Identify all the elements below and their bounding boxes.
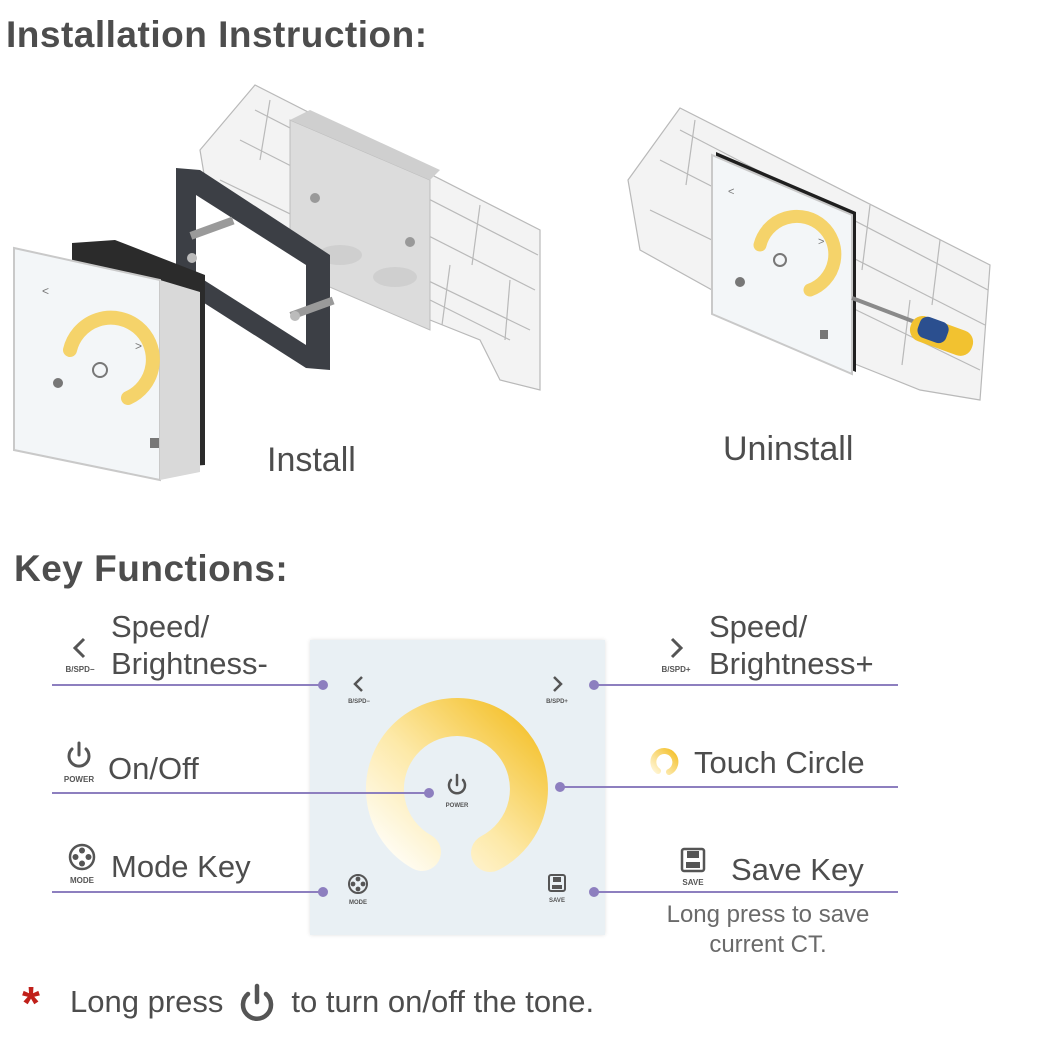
footer-text-after: to turn on/off the tone. [291,984,595,1019]
leader-line-save [596,891,898,893]
leader-line-touch-circle [562,786,898,788]
touch-ring-icon [650,748,679,775]
panel-power-text: POWER [445,803,469,809]
panel-speed-up-key[interactable]: B/SPD+ [542,674,572,705]
footer-asterisk: * [22,977,40,1029]
leader-dot-touch-circle [555,782,565,792]
panel-power-key[interactable]: POWER [442,772,472,809]
speed-down-legend-text: B/SPD− [65,665,95,674]
leader-dot-power [424,788,434,798]
leader-dot-mode [318,887,328,897]
svg-text:<: < [728,186,734,198]
speed-up-label-line1: Speed/ [709,609,808,644]
mode-icon [68,843,96,871]
speed-down-legend-icon: B/SPD− [60,636,100,674]
chevron-right-icon [670,637,684,659]
svg-text:>: > [135,339,142,353]
speed-up-legend-icon: B/SPD+ [656,636,696,674]
mode-icon [348,874,368,894]
chevron-right-icon [553,676,563,692]
save-legend-icon: SAVE [674,847,712,887]
speed-up-legend-text: B/SPD+ [661,665,691,674]
mode-legend-icon: MODE [62,843,102,885]
key-functions-heading: Key Functions: [14,548,289,589]
uninstall-illustration: < > [627,107,991,401]
speed-down-label: Speed/ Brightness- [111,608,268,682]
save-icon [548,874,566,892]
leader-dot-speed-down [318,680,328,690]
leader-line-power [52,792,428,794]
power-icon [447,773,467,795]
svg-text:>: > [818,236,824,248]
screwdriver-icon [851,296,974,356]
panel-speed-up-text: B/SPD+ [546,699,568,705]
install-illustration: < > [13,84,541,482]
touch-circle-ring[interactable] [310,640,605,935]
chevron-left-icon [353,676,363,692]
uninstall-caption: Uninstall [723,430,854,468]
save-note-line2: current CT. [709,931,827,958]
power-label: On/Off [108,751,199,786]
speed-down-label-line1: Speed/ [111,609,210,644]
install-panel: < > [13,246,200,482]
footer-note: Long press to turn on/off the tone. [70,982,594,1022]
save-label: Save Key [731,852,864,887]
power-legend-text: POWER [63,775,95,784]
panel-save-key[interactable]: SAVE [542,873,572,904]
panel-save-text: SAVE [549,898,565,904]
panel-speed-down-text: B/SPD− [348,699,370,705]
uninstall-panel: < > [711,152,856,376]
panel-speed-down-key[interactable]: B/SPD− [344,674,374,705]
leader-dot-speed-up [589,680,599,690]
install-caption: Install [267,441,356,479]
svg-text:<: < [42,284,49,298]
save-icon [680,847,706,873]
power-legend-icon: POWER [60,740,98,784]
save-note-line1: Long press to save [666,901,870,928]
save-note: Long press to save current CT. [640,900,896,960]
leader-dot-save [589,887,599,897]
leader-line-speed-up [596,684,898,686]
chevron-left-icon [72,637,86,659]
mode-legend-text: MODE [70,876,94,885]
speed-up-label-line2: Brightness+ [709,646,874,681]
leader-line-mode [52,891,322,893]
footer-text-before: Long press [70,984,224,1019]
speed-up-label: Speed/ Brightness+ [709,608,874,682]
installation-heading: Installation Instruction: [6,14,428,55]
speed-down-label-line2: Brightness- [111,646,268,681]
panel-mode-key[interactable]: MODE [343,873,373,906]
power-icon [67,741,91,768]
save-legend-text: SAVE [682,878,704,887]
mode-label: Mode Key [111,849,251,884]
mounting-frame [176,168,335,370]
leader-line-speed-down [52,684,322,686]
power-icon [241,983,274,1021]
touch-circle-label: Touch Circle [694,745,865,780]
panel-mode-text: MODE [349,900,367,906]
